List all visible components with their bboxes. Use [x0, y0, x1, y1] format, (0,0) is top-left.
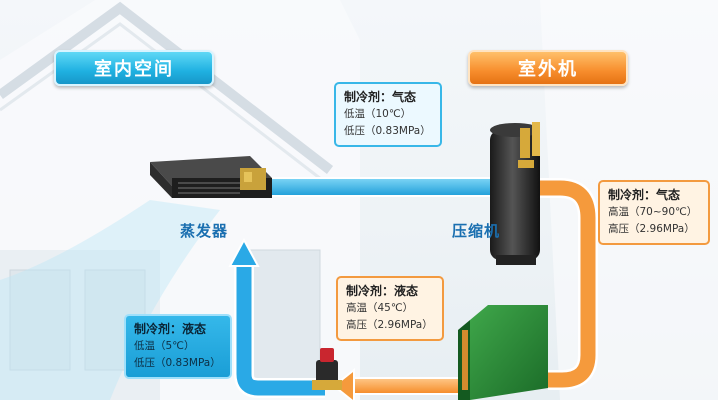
callout-liquid-low-temp: 低温（5℃）	[134, 340, 195, 352]
callout-liquid-low-pressure: 低压（0.83MPa）	[134, 357, 221, 369]
outdoor-unit-title: 室外机	[468, 50, 628, 86]
evaporator-label: 蒸发器	[180, 222, 229, 240]
callout-liquid-high-temp: 高温（45℃）	[346, 302, 414, 314]
pipe-liquid-low	[228, 237, 325, 398]
callout-gas-low: 制冷剂：气态 低温（10℃） 低压（0.83MPa）	[334, 82, 442, 147]
callout-gas-high-pressure: 高压（2.96MPa）	[608, 223, 695, 235]
evaporator-unit	[150, 156, 272, 198]
pipe-liquid-high	[332, 367, 467, 400]
compressor-label: 压缩机	[452, 222, 501, 240]
callout-liquid-low: 制冷剂：液态 低温（5℃） 低压（0.83MPa）	[124, 314, 232, 379]
callout-gas-low-temp: 低温（10℃）	[344, 108, 412, 120]
callout-gas-high-temp: 高温（70~90℃）	[608, 206, 698, 218]
callout-liquid-low-head: 制冷剂：液态	[134, 322, 207, 336]
callout-liquid-high-head: 制冷剂：液态	[346, 284, 419, 298]
indoor-space-title: 室内空间	[54, 50, 214, 86]
expansion-valve	[312, 348, 342, 390]
callout-gas-low-pressure: 低压（0.83MPa）	[344, 125, 431, 137]
callout-liquid-high-pressure: 高压（2.96MPa）	[346, 319, 433, 331]
pipe-gas-high	[540, 178, 598, 390]
pipe-gas-low	[267, 165, 514, 209]
compressor-unit	[490, 122, 540, 265]
condenser-unit	[458, 305, 548, 400]
callout-gas-high: 制冷剂：气态 高温（70~90℃） 高压（2.96MPa）	[598, 180, 710, 245]
callout-liquid-high: 制冷剂：液态 高温（45℃） 高压（2.96MPa）	[336, 276, 444, 341]
callout-gas-low-head: 制冷剂：气态	[344, 90, 417, 104]
callout-gas-high-head: 制冷剂：气态	[608, 188, 681, 202]
